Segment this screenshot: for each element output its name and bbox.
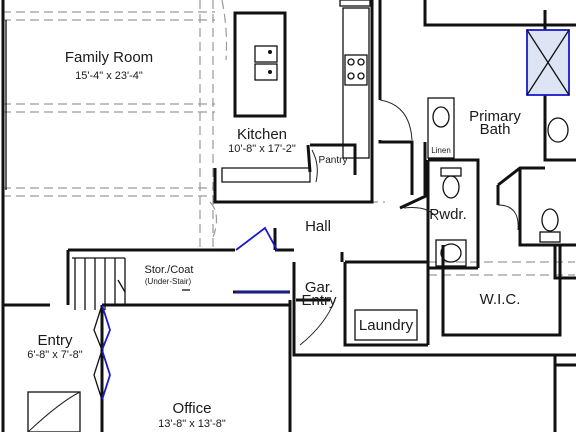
- hall-name: Hall: [305, 218, 331, 235]
- bath-toilet-tank: [539, 231, 561, 243]
- island-sink-2: [254, 63, 278, 81]
- primary-bath-name-1: Primary: [469, 108, 521, 125]
- pwdr-toilet-tank: [440, 167, 462, 177]
- range-icon: [344, 54, 368, 86]
- room-labels: Family Room 15'-4" x 23'-4" Kitchen 10'-…: [27, 49, 521, 430]
- family-room-dims: 15'-4" x 23'-4": [75, 70, 143, 82]
- kitchen-name: Kitchen: [237, 126, 287, 143]
- kitchen-base-cabinet: [221, 167, 311, 183]
- pantry-name: Pantry: [319, 155, 348, 166]
- garage-entry-name-1: Gar.: [305, 279, 333, 296]
- linen-closet: [427, 97, 455, 159]
- kitchen-counter: [342, 7, 370, 159]
- kitchen-fixtures: [221, 0, 371, 183]
- primary-bath-name-2: Bath: [480, 121, 511, 138]
- garage-entry-name-2: Entry: [301, 292, 337, 309]
- bath-sink-right: [547, 117, 569, 143]
- family-room-name: Family Room: [65, 49, 153, 66]
- laundry-name: Laundry: [359, 317, 414, 334]
- front-door-landing: [27, 391, 81, 432]
- refrigerator: [339, 0, 371, 7]
- kitchen-island: [233, 11, 287, 118]
- pwdr-vanity: [435, 239, 467, 267]
- kitchen-dims: 10'-8" x 17'-2": [228, 143, 296, 155]
- stor-coat-note: (Under-Stair): [145, 277, 192, 286]
- office-name: Office: [173, 400, 212, 417]
- bath-sink-left: [432, 106, 450, 128]
- linen-name: Linen: [431, 146, 451, 155]
- entry-name: Entry: [37, 332, 73, 349]
- powder-name: Pwdr.: [429, 206, 467, 223]
- entry-dims: 6'-8" x 7'-8": [27, 349, 83, 361]
- stairs: [72, 257, 190, 310]
- pwdr-toilet-bowl: [442, 175, 460, 199]
- island-sink-1: [254, 45, 278, 63]
- pwdr-sink: [440, 243, 462, 263]
- stor-coat-name: Stor./Coat: [145, 264, 194, 276]
- laundry-appliances: [354, 309, 418, 341]
- blue-doors: [27, 226, 290, 432]
- wic-name: W.I.C.: [480, 291, 521, 308]
- office-dims: 13'-8" x 13'-8": [158, 418, 226, 430]
- bath-toilet-bowl: [541, 208, 559, 232]
- bath-fixtures: [379, 29, 570, 267]
- laundry-fixtures: [296, 298, 418, 346]
